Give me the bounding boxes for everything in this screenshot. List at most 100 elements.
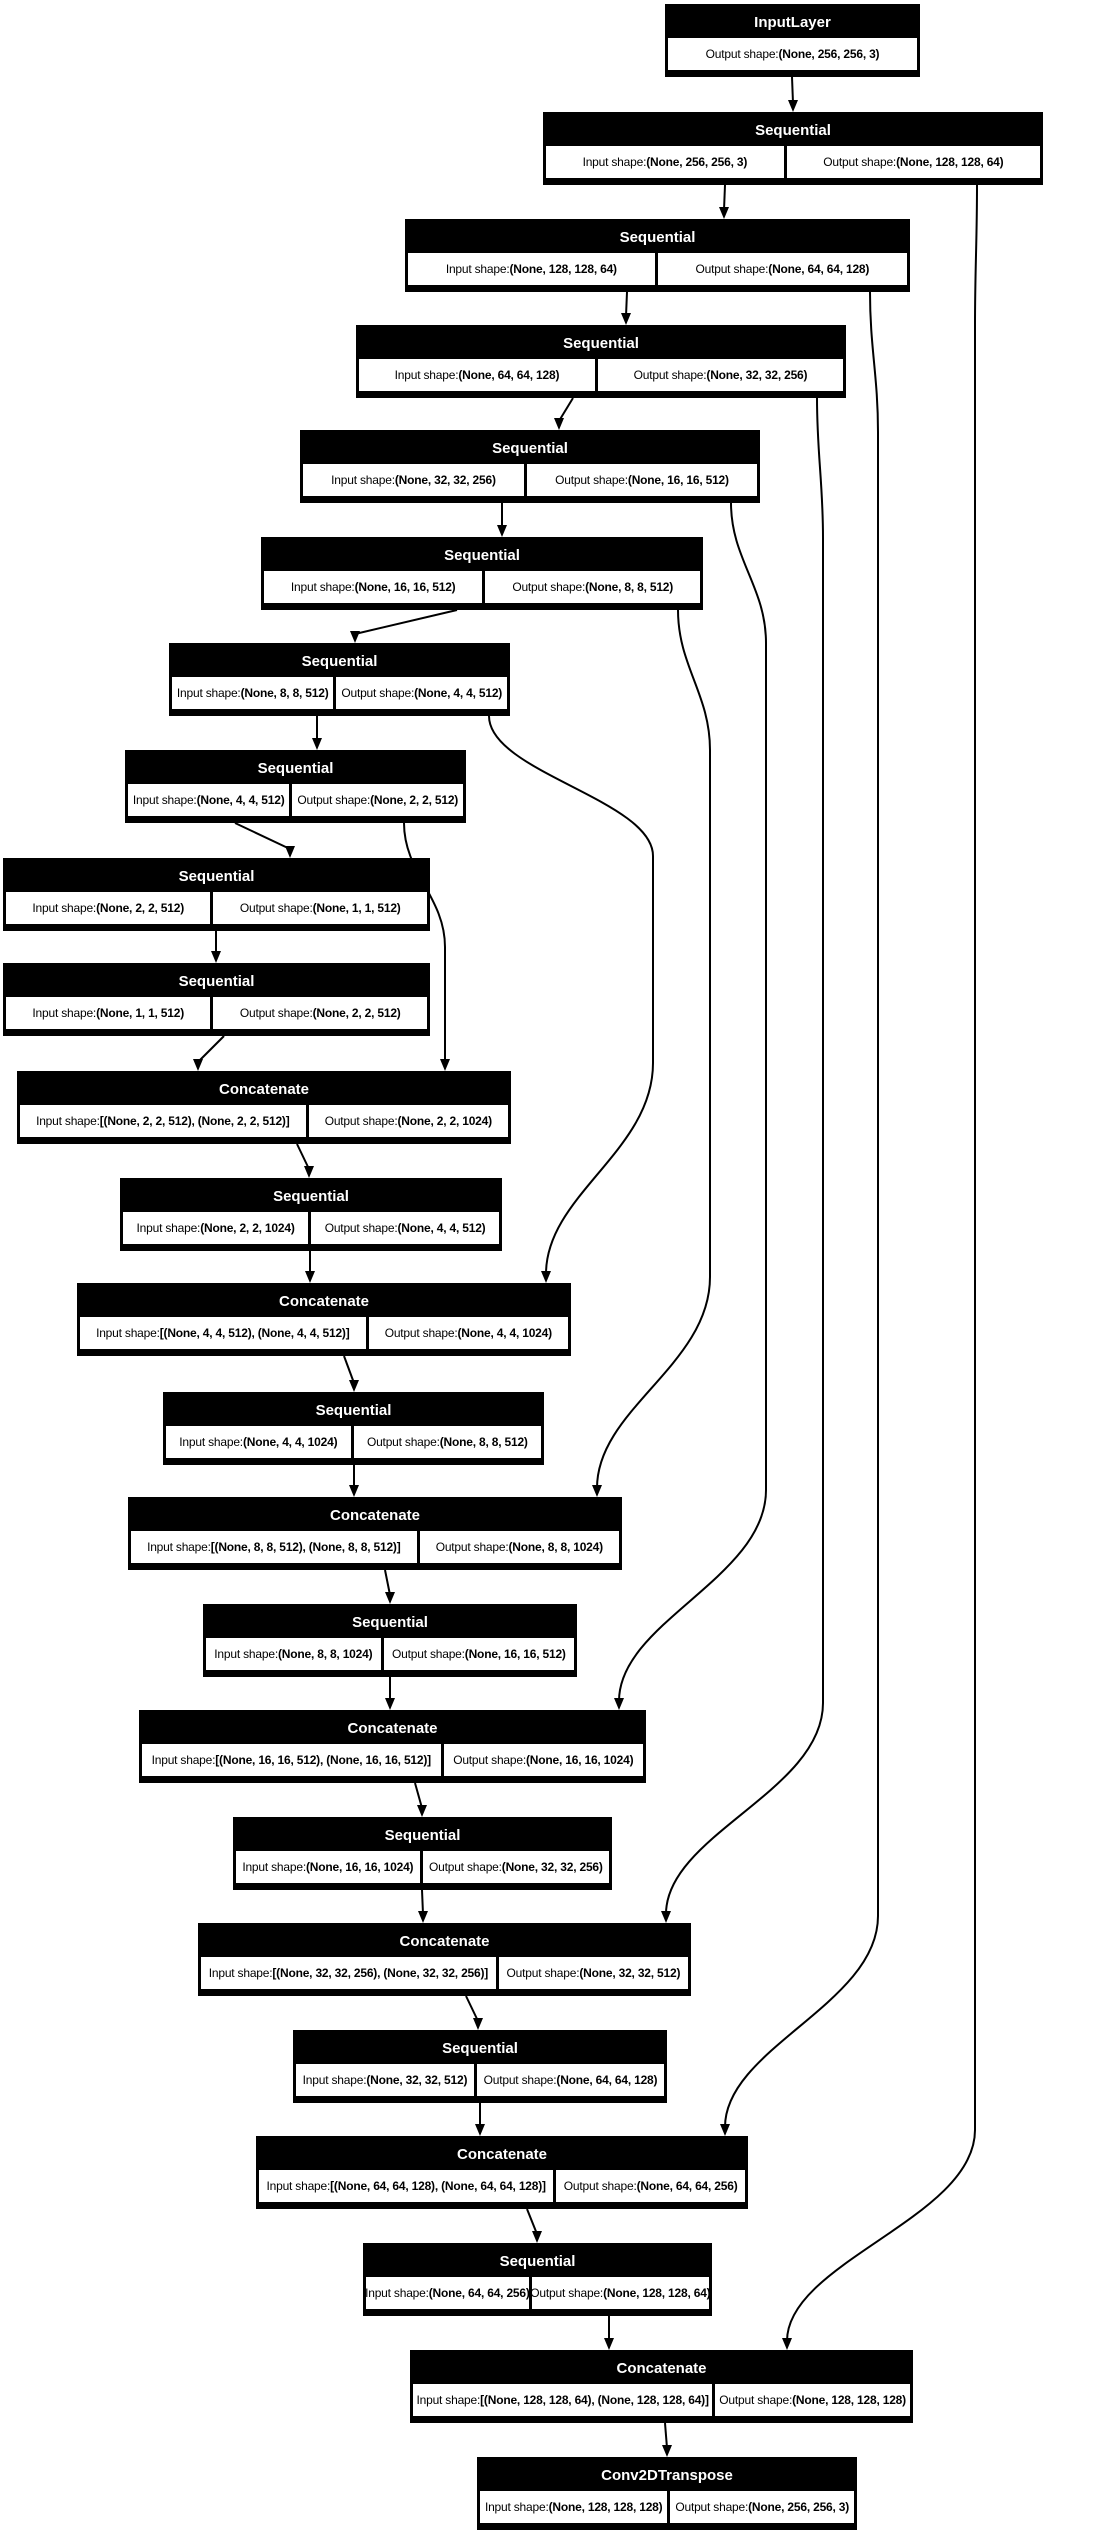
edge-12-13 bbox=[305, 1251, 315, 1283]
shape-value: (None, 4, 4, 1024) bbox=[242, 1435, 338, 1449]
arrowhead-icon bbox=[349, 1380, 359, 1392]
input-shape-cell: Input shape: (None, 16, 16, 1024) bbox=[236, 1851, 420, 1883]
node-title: Sequential bbox=[178, 973, 255, 990]
shape-value: [(None, 4, 4, 512), (None, 4, 4, 512)] bbox=[159, 1326, 350, 1340]
shape-value: (None, 64, 64, 256) bbox=[428, 2286, 529, 2300]
node-shape-cells: Input shape: (None, 64, 64, 128)Output s… bbox=[359, 359, 844, 391]
node-title: InputLayer bbox=[754, 14, 831, 31]
edge-1-2 bbox=[788, 76, 798, 112]
input-shape-cell: Input shape: [(None, 128, 128, 64), (Non… bbox=[413, 2384, 713, 2416]
input-shape-cell: Input shape: [(None, 2, 2, 512), (None, … bbox=[20, 1105, 306, 1137]
shape-value: (None, 64, 64, 128) bbox=[556, 2073, 658, 2087]
input-shape-cell: Input shape: (None, 16, 16, 512) bbox=[264, 571, 483, 603]
shape-value: (None, 4, 4, 512) bbox=[414, 686, 503, 700]
arrowhead-icon bbox=[473, 2018, 483, 2030]
output-shape-cell: Output shape: (None, 32, 32, 256) bbox=[597, 359, 844, 391]
shape-label: Output shape: bbox=[512, 580, 586, 594]
node-title: Concatenate bbox=[616, 2360, 707, 2377]
node-shape-cells: Input shape: (None, 256, 256, 3)Output s… bbox=[546, 146, 1041, 178]
output-shape-cell: Output shape: (None, 32, 32, 512) bbox=[498, 1957, 688, 1989]
shape-label: Output shape: bbox=[705, 47, 779, 61]
node-shape-cells: Input shape: (None, 2, 2, 512)Output sha… bbox=[6, 892, 428, 924]
node-title: Sequential bbox=[273, 1188, 349, 1205]
node-shape-cells: Input shape: (None, 16, 16, 1024)Output … bbox=[236, 1851, 610, 1883]
shape-label: Input shape: bbox=[179, 1435, 243, 1449]
arrowhead-icon bbox=[782, 2338, 792, 2350]
shape-value: (None, 16, 16, 1024) bbox=[525, 1753, 634, 1767]
edge-15-16 bbox=[384, 1569, 395, 1604]
shape-label: Input shape: bbox=[266, 2179, 331, 2193]
edge-16-17 bbox=[385, 1677, 395, 1710]
edge-10-11 bbox=[193, 1035, 225, 1071]
edge-20-21 bbox=[475, 2103, 485, 2136]
shape-label: Input shape: bbox=[242, 1860, 306, 1874]
output-shape-cell: Output shape: (None, 8, 8, 512) bbox=[485, 571, 700, 603]
node-title: Sequential bbox=[301, 653, 378, 670]
arrowhead-icon bbox=[385, 1592, 395, 1604]
node-title: Sequential bbox=[444, 547, 520, 564]
shape-value: (None, 16, 16, 512) bbox=[627, 473, 729, 487]
shape-label: Input shape: bbox=[484, 2500, 549, 2514]
edge-11-12 bbox=[296, 1143, 314, 1178]
node-title: Sequential bbox=[178, 868, 255, 885]
shape-label: Input shape: bbox=[366, 2286, 429, 2300]
arrowhead-icon bbox=[541, 1271, 551, 1283]
shape-label: Input shape: bbox=[582, 155, 647, 169]
node-shape-cells: Input shape: (None, 4, 4, 512)Output sha… bbox=[128, 784, 463, 816]
shape-label: Output shape: bbox=[435, 1540, 509, 1554]
arrowhead-icon bbox=[350, 631, 360, 643]
shape-value: (None, 8, 8, 512) bbox=[439, 1435, 528, 1449]
output-shape-cell: Output shape: (None, 256, 256, 3) bbox=[668, 38, 917, 70]
arrowhead-icon bbox=[417, 1805, 427, 1817]
output-shape-cell: Output shape: (None, 64, 64, 256) bbox=[556, 2170, 745, 2202]
edge-22-23 bbox=[604, 2316, 614, 2350]
node-title: Sequential bbox=[755, 122, 831, 139]
input-shape-cell: Input shape: (None, 1, 1, 512) bbox=[6, 997, 211, 1029]
input-shape-cell: Input shape: (None, 128, 128, 128) bbox=[480, 2491, 668, 2523]
output-shape-cell: Output shape: (None, 128, 128, 64) bbox=[786, 146, 1041, 178]
input-shape-cell: Input shape: (None, 8, 8, 1024) bbox=[206, 1638, 381, 1670]
node-title: Concatenate bbox=[347, 1720, 438, 1737]
shape-label: Output shape: bbox=[384, 1326, 458, 1340]
shape-label: Input shape: bbox=[290, 580, 355, 594]
node-shape-cells: Input shape: (None, 1, 1, 512)Output sha… bbox=[6, 997, 428, 1029]
node-title: Concatenate bbox=[399, 1933, 490, 1950]
node-shape-cells: Input shape: [(None, 2, 2, 512), (None, … bbox=[20, 1105, 509, 1137]
input-shape-cell: Input shape: [(None, 64, 64, 128), (None… bbox=[259, 2170, 554, 2202]
edge-21-22 bbox=[526, 2208, 542, 2243]
output-shape-cell: Output shape: (None, 64, 64, 128) bbox=[476, 2064, 665, 2096]
input-shape-cell: Input shape: (None, 8, 8, 512) bbox=[172, 677, 334, 709]
output-shape-cell: Output shape: (None, 1, 1, 512) bbox=[213, 892, 428, 924]
input-shape-cell: Input shape: (None, 128, 128, 64) bbox=[408, 253, 655, 285]
edge-14-15 bbox=[349, 1465, 359, 1497]
shape-value: (None, 32, 32, 512) bbox=[366, 2073, 468, 2087]
skip-connection-edge-2-23 bbox=[782, 184, 978, 2350]
arrowhead-icon bbox=[312, 738, 322, 750]
edge-18-19 bbox=[418, 1889, 428, 1923]
node-title: Sequential bbox=[499, 2253, 576, 2270]
shape-label: Output shape: bbox=[392, 1647, 465, 1661]
arrowhead-icon bbox=[662, 2445, 672, 2457]
arrowhead-icon bbox=[497, 525, 507, 537]
shape-label: Input shape: bbox=[36, 1114, 100, 1128]
shape-value: (None, 1, 1, 512) bbox=[312, 901, 401, 915]
node-title: Sequential bbox=[492, 440, 568, 457]
arrowhead-icon bbox=[532, 2231, 542, 2243]
input-shape-cell: Input shape: (None, 64, 64, 128) bbox=[359, 359, 595, 391]
shape-value: (None, 32, 32, 512) bbox=[579, 1966, 681, 1980]
output-shape-cell: Output shape: (None, 16, 16, 512) bbox=[526, 464, 758, 496]
node-shape-cells: Input shape: [(None, 4, 4, 512), (None, … bbox=[80, 1317, 569, 1349]
output-shape-cell: Output shape: (None, 32, 32, 256) bbox=[422, 1851, 610, 1883]
node-title: Sequential bbox=[315, 1402, 392, 1419]
shape-value: (None, 2, 2, 1024) bbox=[200, 1221, 295, 1235]
